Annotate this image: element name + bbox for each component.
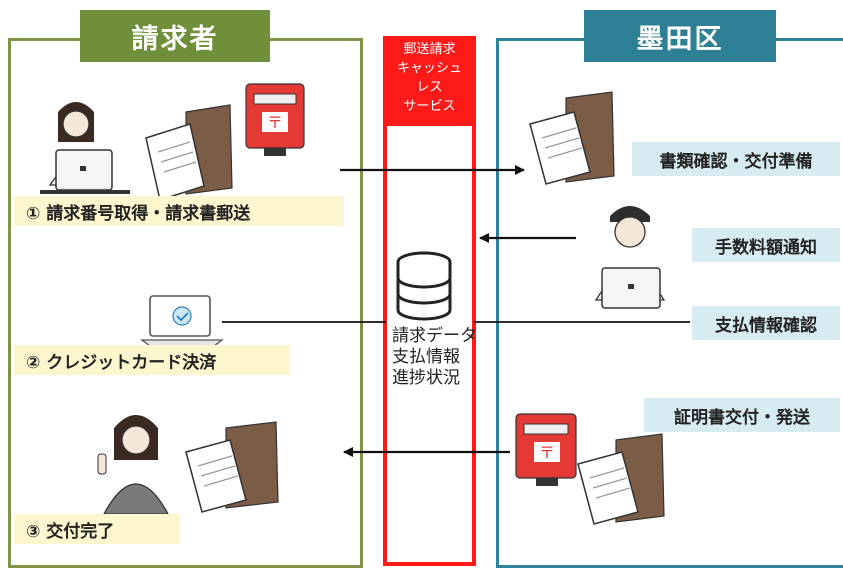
service-header: 郵送請求 キャッシュ レス サービス bbox=[383, 36, 476, 126]
task-payment-check: 支払情報確認 bbox=[692, 306, 840, 340]
service-data-item: 支払情報 bbox=[392, 347, 460, 367]
document-box-icon bbox=[145, 104, 233, 201]
service-header-line: サービス bbox=[403, 99, 456, 114]
svg-text:〒: 〒 bbox=[539, 443, 555, 462]
step-2-label: ② クレジットカード決済 bbox=[14, 345, 290, 375]
step-3-label: ③ 交付完了 bbox=[14, 514, 180, 544]
document-box-icon bbox=[577, 433, 665, 525]
staff-laptop-icon bbox=[594, 206, 666, 309]
service-data-item: 進捗状況 bbox=[392, 368, 460, 388]
task-document-check: 書類確認・交付準備 bbox=[632, 142, 840, 176]
step-1-label: ① 請求番号取得・請求書郵送 bbox=[14, 196, 344, 226]
database-icon bbox=[396, 251, 452, 321]
task-fee-notice: 手数料額通知 bbox=[692, 228, 840, 262]
service-data-item: 請求データ bbox=[392, 326, 477, 346]
woman-complete-icon bbox=[97, 415, 170, 515]
payment-laptop-icon bbox=[140, 295, 224, 347]
svg-text:〒: 〒 bbox=[267, 113, 283, 132]
task-certificate-delivery: 証明書交付・発送 bbox=[644, 398, 840, 432]
service-header-line: レス bbox=[416, 80, 443, 95]
office-header: 墨田区 bbox=[584, 10, 776, 62]
service-header-line: キャッシュ bbox=[396, 61, 462, 76]
document-box-icon bbox=[529, 91, 615, 185]
requester-header: 請求者 bbox=[80, 10, 270, 62]
service-data-list: 請求データ 支払情報 進捗状況 bbox=[392, 326, 477, 389]
document-box-icon bbox=[185, 421, 279, 513]
woman-laptop-icon bbox=[40, 102, 130, 194]
mailbox-icon: 〒 bbox=[515, 413, 577, 486]
flow-illustration: 〒 bbox=[40, 83, 690, 525]
mailbox-icon: 〒 bbox=[245, 83, 305, 156]
service-header-line: 郵送請求 bbox=[403, 42, 456, 57]
